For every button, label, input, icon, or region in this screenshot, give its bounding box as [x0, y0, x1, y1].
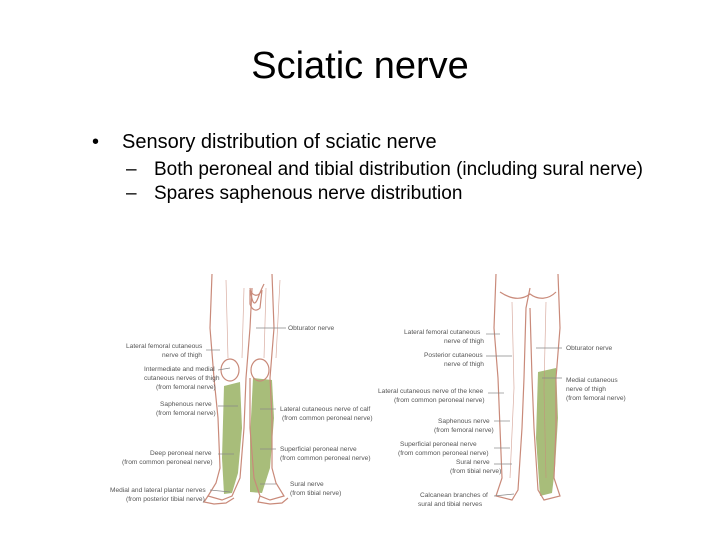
- back-label: (from femoral nerve): [434, 427, 494, 434]
- back-label: Obturator nerve: [566, 345, 613, 352]
- back-shaded-region: [536, 368, 558, 496]
- back-label: Lateral cutaneous nerve of the knee: [378, 388, 484, 395]
- back-label: Posterior cutaneous: [424, 352, 483, 359]
- back-leg-outline-right: [529, 273, 561, 501]
- bullet-list: • Sensory distribution of sciatic nerve …: [92, 130, 672, 206]
- front-label: Sural nerve: [290, 481, 324, 488]
- front-thigh-line: [225, 279, 281, 359]
- front-label: (from femoral nerve): [156, 384, 216, 391]
- front-label: Obturator nerve: [288, 325, 335, 332]
- back-label: nerve of thigh: [566, 386, 606, 393]
- back-label: (from femoral nerve): [566, 395, 626, 402]
- back-label: Calcanean branches of: [420, 492, 488, 499]
- front-label: Lateral cutaneous nerve of calf: [280, 406, 370, 413]
- front-label: Deep peroneal nerve: [150, 450, 212, 457]
- back-gluteal-fold: [499, 291, 557, 299]
- back-leg-view: Lateral femoral cutaneous nerve of thigh…: [378, 273, 626, 508]
- front-label: (from femoral nerve): [156, 410, 216, 417]
- sub-bullet-marker: –: [126, 183, 137, 204]
- front-label: Medial and lateral plantar nerves: [110, 487, 206, 494]
- back-label: Medial cutaneous: [566, 377, 618, 384]
- front-kneecap-right: [250, 358, 270, 382]
- front-label: (from common peroneal nerve): [122, 459, 213, 466]
- front-groin: [249, 283, 265, 304]
- front-shaded-region-left: [222, 382, 242, 494]
- front-pointer-line: [217, 367, 231, 371]
- front-label: Lateral femoral cutaneous: [126, 343, 203, 350]
- sub-bullet-text: Spares saphenous nerve distribution: [154, 183, 463, 204]
- front-label: (from common peroneal nerve): [282, 415, 373, 422]
- back-nerve-line: [509, 301, 547, 479]
- front-leg-outline-right: [249, 273, 285, 501]
- front-leg-outline-left: [207, 273, 253, 501]
- front-label: nerve of thigh: [162, 352, 202, 359]
- back-leg-outline-left: [493, 273, 531, 501]
- sub-bullet-item: – Spares saphenous nerve distribution: [92, 182, 672, 206]
- sub-bullet-marker: –: [126, 159, 137, 180]
- front-kneecap-left: [220, 358, 240, 382]
- back-label: Superficial peroneal nerve: [400, 441, 477, 448]
- front-genital-region: [249, 289, 263, 311]
- sub-bullet-item: – Both peroneal and tibial distribution …: [92, 158, 672, 182]
- back-label: Saphenous nerve: [438, 418, 490, 425]
- bullet-text: Sensory distribution of sciatic nerve: [122, 131, 437, 153]
- front-leg-view: Obturator nerve Lateral femoral cutaneou…: [110, 273, 373, 505]
- front-shaded-region-right: [250, 378, 274, 493]
- back-label: nerve of thigh: [444, 361, 484, 368]
- front-label: Superficial peroneal nerve: [280, 446, 357, 453]
- back-label: (from tibial nerve): [450, 468, 501, 475]
- back-label: Lateral femoral cutaneous: [404, 329, 481, 336]
- front-label: Intermediate and medial: [144, 366, 215, 373]
- back-label: Sural nerve: [456, 459, 490, 466]
- sub-bullet-text: Both peroneal and tibial distribution (i…: [154, 159, 644, 180]
- front-label: (from tibial nerve): [290, 490, 341, 497]
- front-pointer-line: [209, 489, 231, 493]
- back-label: (from common peroneal nerve): [394, 397, 485, 404]
- back-pointer-line: [493, 493, 515, 497]
- back-label: nerve of thigh: [444, 338, 484, 345]
- front-label: Saphenous nerve: [160, 401, 212, 408]
- back-label: sural and tibial nerves: [418, 501, 483, 508]
- leg-dermatome-figure: Obturator nerve Lateral femoral cutaneou…: [110, 273, 626, 508]
- front-foot-right: [257, 495, 289, 505]
- front-label: (from common peroneal nerve): [280, 455, 371, 462]
- back-label: (from common peroneal nerve): [398, 450, 489, 457]
- front-label: (from posterior tibial nerve): [126, 496, 205, 503]
- front-label: cutaneous nerves of thigh: [144, 375, 220, 382]
- front-foot-left: [203, 495, 235, 505]
- bullet-marker: •: [92, 131, 100, 153]
- bullet-item: • Sensory distribution of sciatic nerve: [92, 130, 672, 154]
- slide-title: Sciatic nerve: [251, 45, 469, 87]
